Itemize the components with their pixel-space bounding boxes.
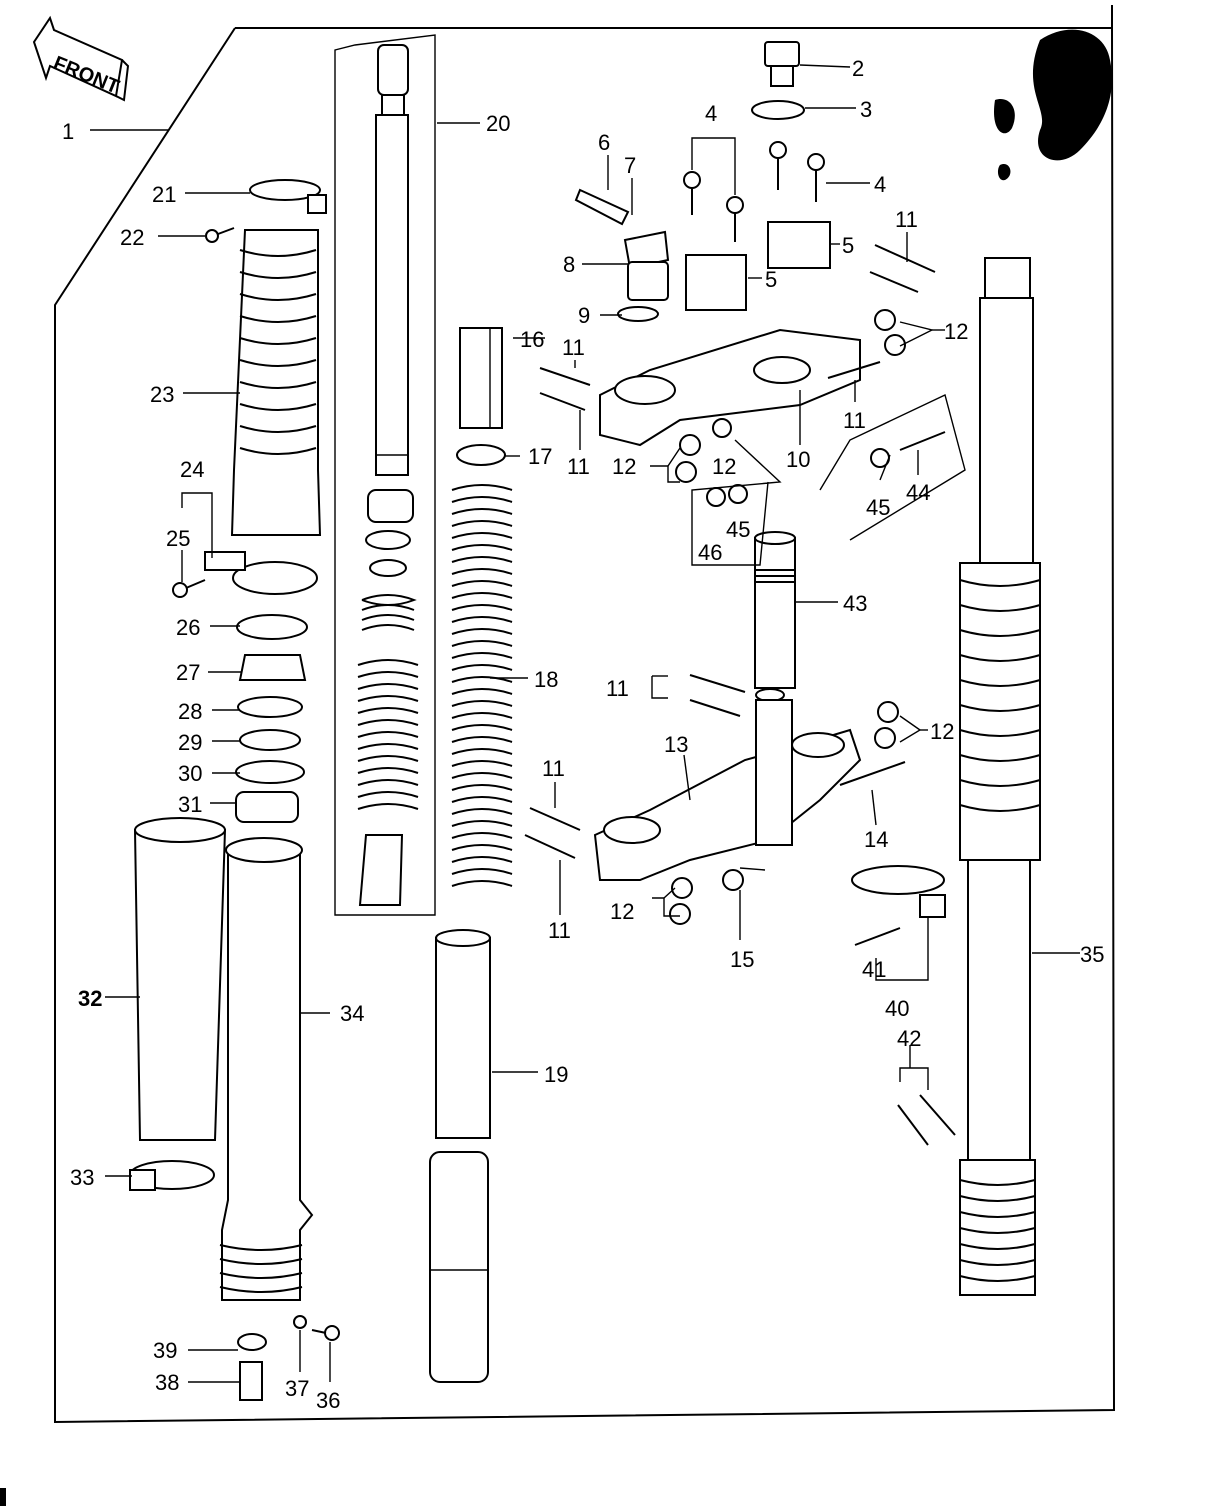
callout-22: 22 xyxy=(120,225,144,250)
callout-40: 40 xyxy=(885,996,909,1021)
callout-31: 31 xyxy=(178,792,202,817)
callout-9: 9 xyxy=(578,303,590,328)
callout-8: 8 xyxy=(563,252,575,277)
callout-42: 42 xyxy=(897,1026,921,1051)
callout-11g: 11 xyxy=(548,918,571,943)
callout-17: 17 xyxy=(528,444,552,469)
callout-29: 29 xyxy=(178,730,202,755)
callout-43: 43 xyxy=(843,591,867,616)
left-fork-parts xyxy=(129,179,340,1401)
callout-33: 33 xyxy=(70,1165,94,1190)
callout-44: 44 xyxy=(906,480,930,505)
callout-13: 13 xyxy=(664,732,688,757)
callout-34: 34 xyxy=(340,1001,364,1026)
callout-38: 38 xyxy=(155,1370,179,1395)
callout-10: 10 xyxy=(786,447,810,472)
callout-18: 18 xyxy=(534,667,558,692)
lower-bracket-group xyxy=(524,531,956,1146)
callout-11e: 11 xyxy=(606,676,629,701)
leader-lines xyxy=(90,64,1080,1383)
callout-20: 20 xyxy=(486,111,510,136)
right-fork-tube xyxy=(959,257,1041,1296)
callout-32: 32 xyxy=(78,986,102,1011)
callout-12d: 12 xyxy=(930,719,954,744)
callout-labels: 1 2 3 4 4 5 5 6 7 8 9 10 11 11 11 11 11 … xyxy=(62,56,1104,1413)
callout-12b: 12 xyxy=(612,454,636,479)
inner-spring-column xyxy=(429,327,513,1383)
callout-28: 28 xyxy=(178,699,202,724)
ink-smudge xyxy=(993,29,1112,181)
callout-11f: 11 xyxy=(542,756,565,781)
callout-26: 26 xyxy=(176,615,200,640)
callout-35: 35 xyxy=(1080,942,1104,967)
callout-23: 23 xyxy=(150,382,174,407)
callout-39: 39 xyxy=(153,1338,177,1363)
callout-7: 7 xyxy=(624,153,636,178)
callout-5b: 5 xyxy=(765,267,777,292)
callout-4b: 4 xyxy=(874,172,886,197)
callout-41: 41 xyxy=(862,957,886,982)
callout-11c: 11 xyxy=(567,454,590,479)
callout-3: 3 xyxy=(860,97,872,122)
callout-12e: 12 xyxy=(610,899,634,924)
callout-25: 25 xyxy=(166,526,190,551)
callout-36: 36 xyxy=(316,1388,340,1413)
edge-mark xyxy=(0,1488,6,1506)
callout-19: 19 xyxy=(544,1062,568,1087)
callout-6: 6 xyxy=(598,130,610,155)
callout-45b: 45 xyxy=(726,517,750,542)
callout-37: 37 xyxy=(285,1376,309,1401)
callout-12a: 12 xyxy=(944,319,968,344)
callout-46: 46 xyxy=(698,540,722,565)
callout-5a: 5 xyxy=(842,233,854,258)
callout-12c: 12 xyxy=(712,454,736,479)
callout-14: 14 xyxy=(864,827,888,852)
callout-21: 21 xyxy=(152,182,176,207)
callout-11b: 11 xyxy=(562,335,585,360)
callout-4a: 4 xyxy=(705,101,717,126)
callout-30: 30 xyxy=(178,761,202,786)
callout-24: 24 xyxy=(180,457,204,482)
callout-11d: 11 xyxy=(843,408,866,433)
callout-11a: 11 xyxy=(895,207,918,232)
front-arrow-badge: FRONT xyxy=(32,15,130,102)
callout-16: 16 xyxy=(520,327,544,352)
callout-45a: 45 xyxy=(866,495,890,520)
callout-27: 27 xyxy=(176,660,200,685)
callout-2: 2 xyxy=(852,56,864,81)
fork-rod-assembly xyxy=(334,34,436,916)
callout-15: 15 xyxy=(730,947,754,972)
callout-1: 1 xyxy=(62,119,74,144)
upper-bracket-group xyxy=(539,41,966,541)
assembly-frame xyxy=(54,5,1116,1424)
